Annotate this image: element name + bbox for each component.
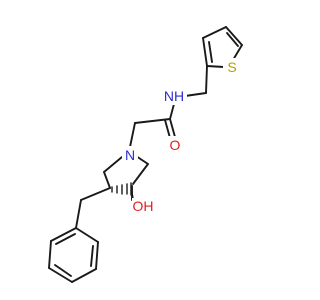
bond-ring-ch2 (205, 65, 208, 94)
amide-linker (129, 65, 208, 148)
benzyl-group (75, 187, 111, 229)
bond-thiophene-s-c2 (206, 65, 225, 68)
atom-label-thiophene-s: S (227, 59, 236, 75)
atom-label-hydroxyl: OH (133, 198, 154, 214)
atom-label-pyrrolidine-n: N (125, 147, 135, 163)
atom-label-carbonyl-o: O (170, 137, 181, 153)
bond-ch2-phenyl (75, 199, 82, 229)
bond-carbonyl-ch2 (134, 118, 171, 124)
pyrrolidine-ring (103, 155, 149, 196)
bond-ch2-ring-n (129, 122, 136, 148)
bond-c3-ch2 (80, 187, 111, 201)
atom-labels: S NH O N OH (122, 58, 241, 216)
bond-thiophene-c4-c5 (225, 26, 243, 46)
molecule-structure: S NH O N OH (48, 26, 243, 283)
atom-label-amide-nh: NH (164, 88, 184, 104)
thiophene-ring (202, 26, 243, 68)
benzene-ring (48, 227, 99, 283)
bond-ch2-nh (184, 92, 207, 97)
bond-n-c2 (103, 156, 123, 173)
structure-canvas: S NH O N OH (48, 26, 243, 283)
bond-thiophene-c2-c3 (202, 37, 208, 67)
bond-thiophene-c3-c4 (202, 26, 227, 39)
bond-carbonyl-oxygen-1 (169, 118, 176, 138)
hashed-bond-c3-c4 (111, 182, 132, 196)
bond-thiophene-c4-c5-inner (226, 32, 239, 47)
bond-nh-carbonyl (169, 103, 175, 120)
bond-thiophene-c5-s (232, 44, 243, 61)
bond-c4-c5 (132, 163, 149, 185)
bond-carbonyl-oxygen-2 (164, 119, 171, 139)
bond-c2-c3 (103, 171, 111, 189)
bond-thiophene-c2-c3-inner (208, 41, 213, 63)
